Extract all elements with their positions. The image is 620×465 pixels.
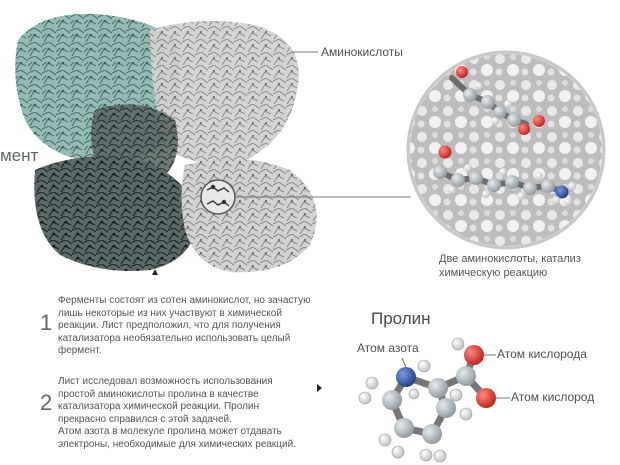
step-2-number: 2 [40,390,53,415]
zoom-amino-acid-upper [449,66,545,135]
nitrogen-atom-label: Атом азота [357,341,419,355]
zoom-amino-acid-lower [433,145,576,206]
step-2-text: Лист исследовал возможность использовани… [58,376,296,450]
step-1-text: Ферменты состоят из сотен аминокислот, н… [58,295,311,357]
enzyme-core-dark [91,104,178,184]
enzyme-lobe-grey-right [181,158,317,273]
enzyme-marker-triangle [152,269,158,275]
zoom-view [406,50,606,250]
enzyme-structure [15,13,317,275]
amino-acids-label: Аминокислоты [321,45,403,59]
step-2-arrow-marker [317,384,322,392]
proline-molecule [358,337,510,463]
active-site-molecules [206,184,230,207]
enzyme-lobe-light-right [150,21,299,164]
proline-oxygen-atom-1 [464,345,484,365]
step-1-number: 1 [40,310,53,335]
proline-nitrogen-atom [396,367,416,387]
proline-title: Пролин [371,309,431,328]
active-site-circle [200,179,236,215]
enzyme-label: мент [0,146,39,165]
oxygen-atom-label-1: Атом кислорода [497,347,587,361]
proline-oxygen-atom-2 [476,388,496,408]
zoom-caption: Две аминокислоты, катализ химическую реа… [439,253,581,279]
enzyme-lobe-dark-left [34,156,201,271]
oxygen-atom-label-2: Атом кислород [511,390,595,404]
